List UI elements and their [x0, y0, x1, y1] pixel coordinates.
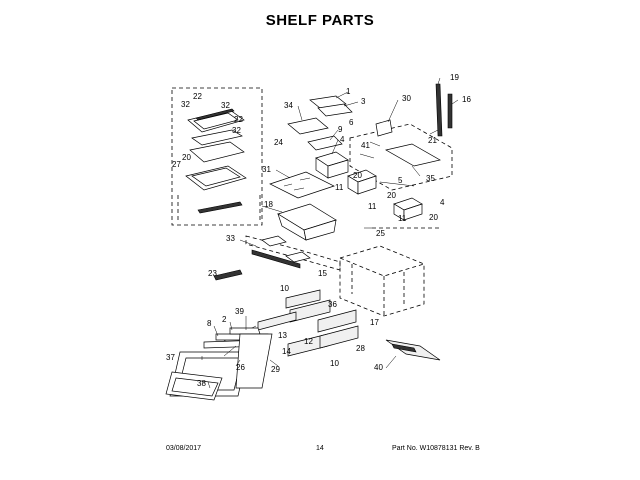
callout-17: 17	[370, 318, 379, 327]
callout-18: 18	[264, 200, 273, 209]
callout-37: 37	[166, 353, 175, 362]
callout-10a: 10	[280, 284, 289, 293]
callout-19: 19	[450, 73, 459, 82]
callout-39: 39	[235, 307, 244, 316]
callout-14: 14	[282, 347, 291, 356]
callout-11c: 11	[398, 214, 407, 223]
freezer-frame	[339, 245, 425, 317]
callout-16: 16	[462, 95, 471, 104]
callout-2: 2	[222, 315, 227, 324]
callout-36: 36	[328, 300, 337, 309]
drawer-rails	[213, 269, 359, 357]
callout-27: 27	[172, 160, 181, 169]
callout-11b: 11	[368, 202, 377, 211]
callout-13: 13	[278, 331, 287, 340]
center-shelves	[245, 95, 353, 271]
right-door-bins	[347, 83, 453, 229]
callout-4b: 4	[440, 198, 445, 207]
callout-20a: 20	[182, 153, 191, 162]
callout-34: 34	[284, 101, 293, 110]
callout-21: 21	[428, 136, 437, 145]
callout-8: 8	[207, 319, 212, 328]
footer-part-number: Part No. W10878131 Rev. B	[392, 445, 480, 452]
callout-15: 15	[318, 269, 327, 278]
drawer-front	[165, 327, 273, 401]
callout-6: 6	[349, 118, 354, 127]
callout-32c: 32	[232, 126, 241, 135]
callout-22b: 22	[234, 115, 243, 124]
callout-41: 41	[361, 141, 370, 150]
callout-5: 5	[398, 176, 403, 185]
callout-labels: 22 32 32 22 32 20 27 1 3 34 30 19 16 6 9…	[166, 73, 471, 388]
callout-33: 33	[226, 234, 235, 243]
part-40	[385, 339, 441, 369]
left-shelf-assembly	[171, 87, 263, 226]
footer-date: 03/08/2017	[166, 445, 202, 452]
callout-11a: 11	[335, 183, 344, 192]
page-title: SHELF PARTS	[265, 12, 375, 29]
callout-40: 40	[374, 363, 383, 372]
callout-35: 35	[426, 174, 435, 183]
callout-4a: 4	[340, 135, 345, 144]
callout-25: 25	[376, 229, 385, 238]
callout-23: 23	[208, 269, 217, 278]
callout-9: 9	[338, 125, 343, 134]
callout-20c: 20	[387, 191, 396, 200]
callout-29: 29	[271, 365, 280, 374]
callout-32a: 32	[181, 100, 190, 109]
callout-22a: 22	[193, 92, 202, 101]
callout-3: 3	[361, 97, 366, 106]
callout-30: 30	[402, 94, 411, 103]
callout-28: 28	[356, 344, 365, 353]
callout-12: 12	[304, 337, 313, 346]
leader-lines	[201, 77, 459, 389]
callout-26: 26	[236, 363, 245, 372]
callout-31: 31	[262, 165, 271, 174]
callout-38: 38	[197, 379, 206, 388]
callout-10b: 10	[330, 359, 339, 368]
callout-24: 24	[274, 138, 283, 147]
footer-page-number: 14	[316, 445, 324, 452]
callout-32b: 32	[221, 101, 230, 110]
callout-20d: 20	[429, 213, 438, 222]
callout-20b: 20	[353, 171, 362, 180]
callout-1: 1	[346, 87, 351, 96]
